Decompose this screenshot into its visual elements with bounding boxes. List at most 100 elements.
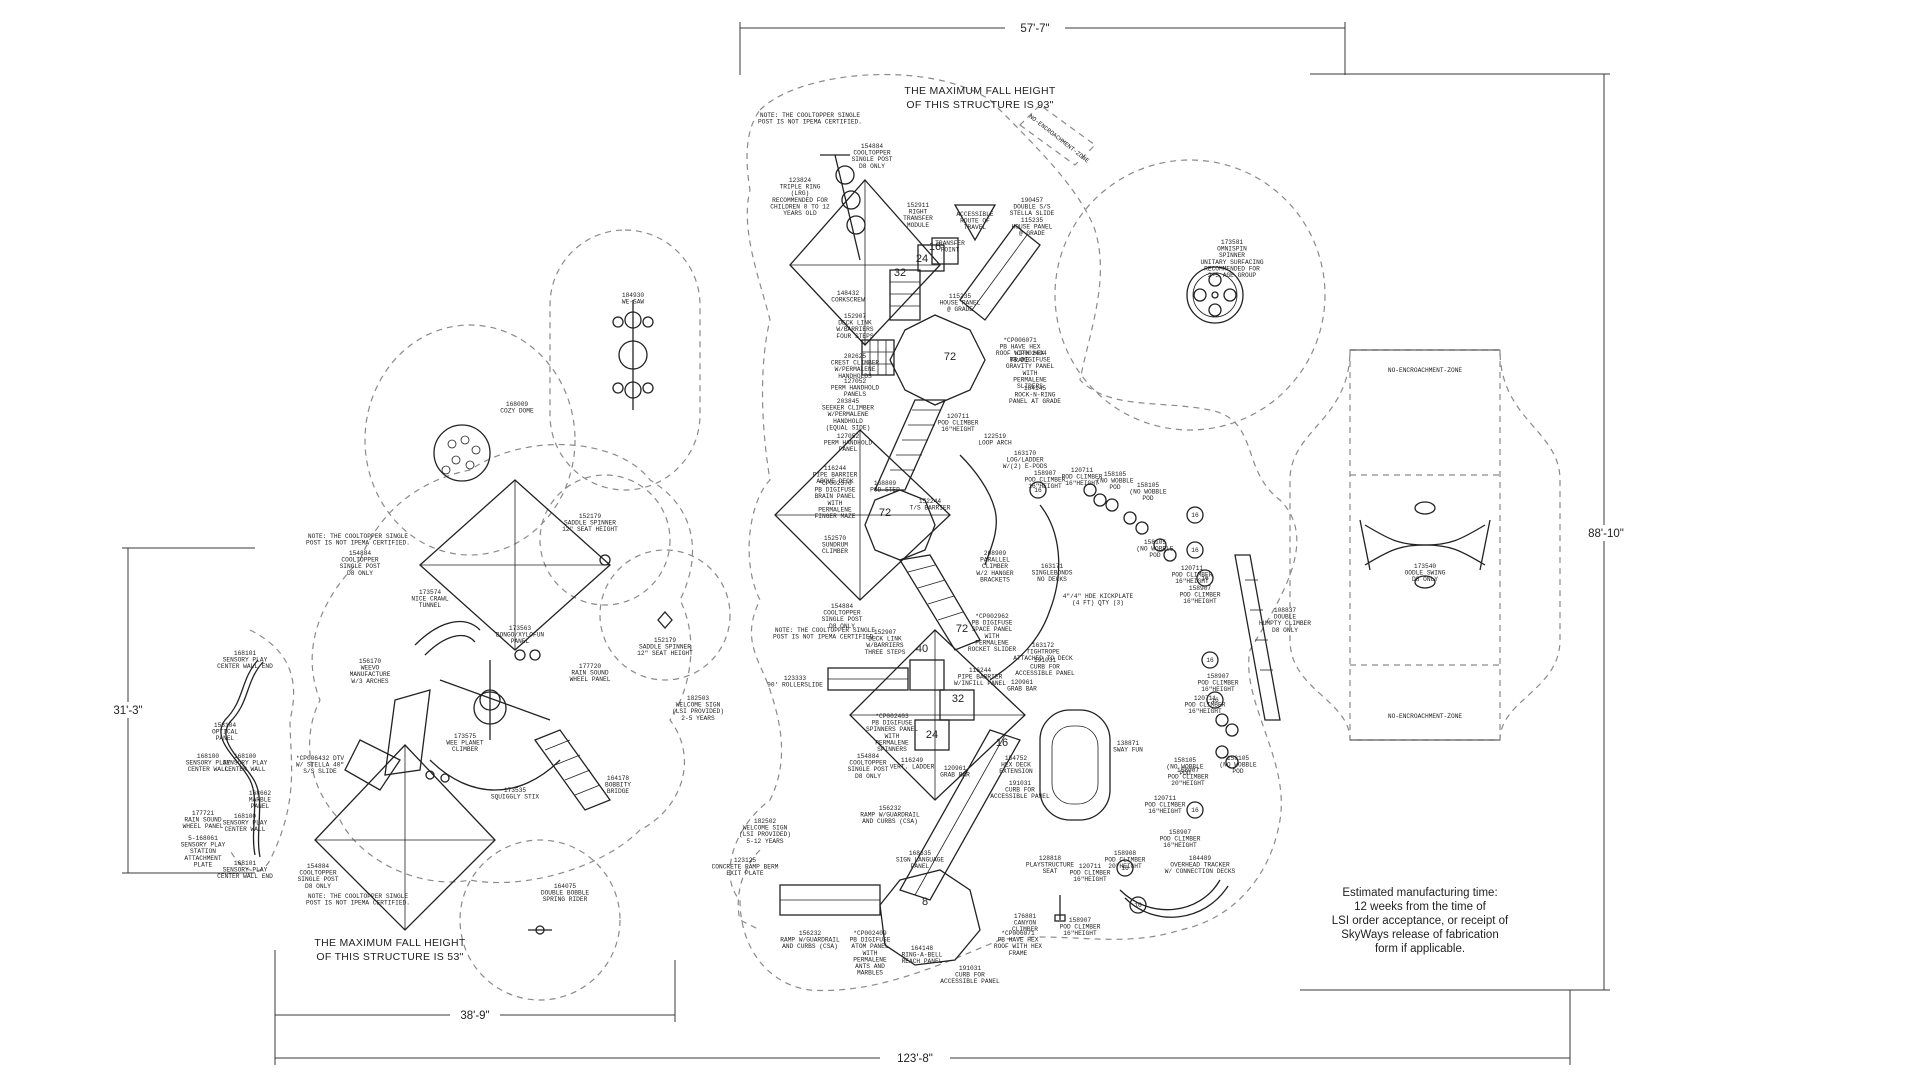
label-line: NOTE: THE COOLTOPPER SINGLE [760, 112, 861, 119]
label-line: (NO WOBBLE [1096, 478, 1133, 485]
label-line: 168635 [909, 850, 932, 857]
label-line: FINGER MAZE [815, 513, 856, 520]
label-line: PB DIGIFUSE [850, 937, 891, 944]
label-line: PERMALENE [875, 739, 909, 746]
label-line: POD [1142, 495, 1153, 502]
label-line: 168662 [249, 790, 272, 797]
label-line: MANUFACTURE [350, 671, 391, 678]
label-line: PB DIGIFUSE [872, 720, 913, 727]
label-line: HEX DECK [1001, 762, 1031, 769]
component-labels: NOTE: THE COOLTOPPER SINGLE POST IS NOT I… [181, 112, 1446, 985]
label-line: PIPE BARRIER [958, 674, 1003, 681]
label-line: LOOP ARCH [978, 440, 1012, 447]
label-line: 154884 [831, 603, 854, 610]
label-line: SEAT [1043, 868, 1058, 875]
label-line: T/S BARRIER [910, 505, 951, 512]
label-line: 168100 [234, 753, 257, 760]
mfg-note-line: Estimated manufacturing time: [1342, 887, 1497, 899]
label-line: 16"HEIGHT [1063, 930, 1097, 937]
label-line: 5-12 YEARS [746, 838, 783, 845]
label-line: CURB FOR [955, 972, 985, 979]
label-line: BONGO/XYLOFUN [496, 632, 545, 639]
label-line: 191031 [959, 965, 982, 972]
label-line: POD CLIMBER [1060, 924, 1101, 931]
label-line: D8 ONLY [855, 773, 881, 780]
label-line: 122519 [984, 433, 1007, 440]
label-line: 168100 [234, 813, 257, 820]
overall-width-label: 123'-8" [897, 1053, 933, 1065]
label-line: 173574 [419, 589, 442, 596]
label-line: (NO WOBBLE [1166, 764, 1203, 771]
label-line: 138871 [1117, 740, 1140, 747]
label-line: ATTACHMENT [184, 855, 221, 862]
label-line: PB DIGIFUSE [815, 487, 856, 494]
label-line: SPRING RIDER [543, 896, 588, 903]
label-line: 115235 [1021, 217, 1044, 224]
label-line: ROUTE OF [960, 218, 990, 225]
label-line: CHILDREN 8 TO 12 [770, 203, 830, 210]
label-line: 168009 [506, 401, 529, 408]
label-line: 173535 [504, 787, 527, 794]
label-line: POD CLIMBER [1198, 680, 1239, 687]
deck-height-72: 72 [956, 623, 968, 635]
label-line: 148432 [837, 290, 860, 297]
label-line: 127052 [844, 378, 867, 385]
dimension-left-depth: 31'-3" [102, 547, 255, 874]
label-line: 168101 [234, 650, 257, 657]
dimension-center-width: 57'-7" [739, 20, 1346, 75]
label-line: D8 ONLY [829, 623, 855, 630]
label-line: 158105 [1137, 482, 1160, 489]
label-line: WITH [863, 950, 878, 957]
oodle-swing [1359, 501, 1491, 589]
label-line: SENSORY PLAY [223, 867, 268, 874]
label-line: CENTER WALL [225, 826, 266, 833]
label-line: 152179 [654, 637, 677, 644]
label-line: SENSORY PLAY [223, 820, 268, 827]
label-line: ACCESSIBLE PANEL [990, 793, 1050, 800]
label-line: 168809 [874, 480, 897, 487]
central-structure [774, 154, 1281, 966]
label-line: DOUBLE [1274, 614, 1297, 621]
label-line: FRAME [1009, 950, 1028, 957]
label-line: *CP002403 [875, 713, 909, 720]
label-line: 120711 [1194, 695, 1217, 702]
deck-height-16: 16 [929, 241, 941, 253]
label-line: ROCKET SLIDER [968, 646, 1017, 653]
label-line: PB HAVE HEX [998, 937, 1039, 944]
label-line: 120711 [1071, 467, 1094, 474]
label-line: 16"HEIGHT [1163, 842, 1197, 849]
label-line: *CP002370 [818, 480, 852, 487]
label-line: NO DECKS [1037, 576, 1067, 583]
label-line: W/PERMALENE [828, 411, 869, 418]
label-line: POST IS NOT IPEMA CERTIFIED. [306, 540, 410, 547]
label-line: CANYON [1014, 920, 1037, 927]
label-line: 158907 [1169, 829, 1192, 836]
label-line: LOG/LADDER [1006, 457, 1043, 464]
pod-marker: 16 [1191, 512, 1199, 519]
label-line: PIPE BARRIER [813, 472, 858, 479]
label-line: @ GRADE [1019, 230, 1045, 237]
label-line: POINT [941, 247, 960, 254]
label-line: POD CLIMBER [1025, 477, 1066, 484]
label-line: RECOMMENDED FOR [1204, 265, 1260, 272]
